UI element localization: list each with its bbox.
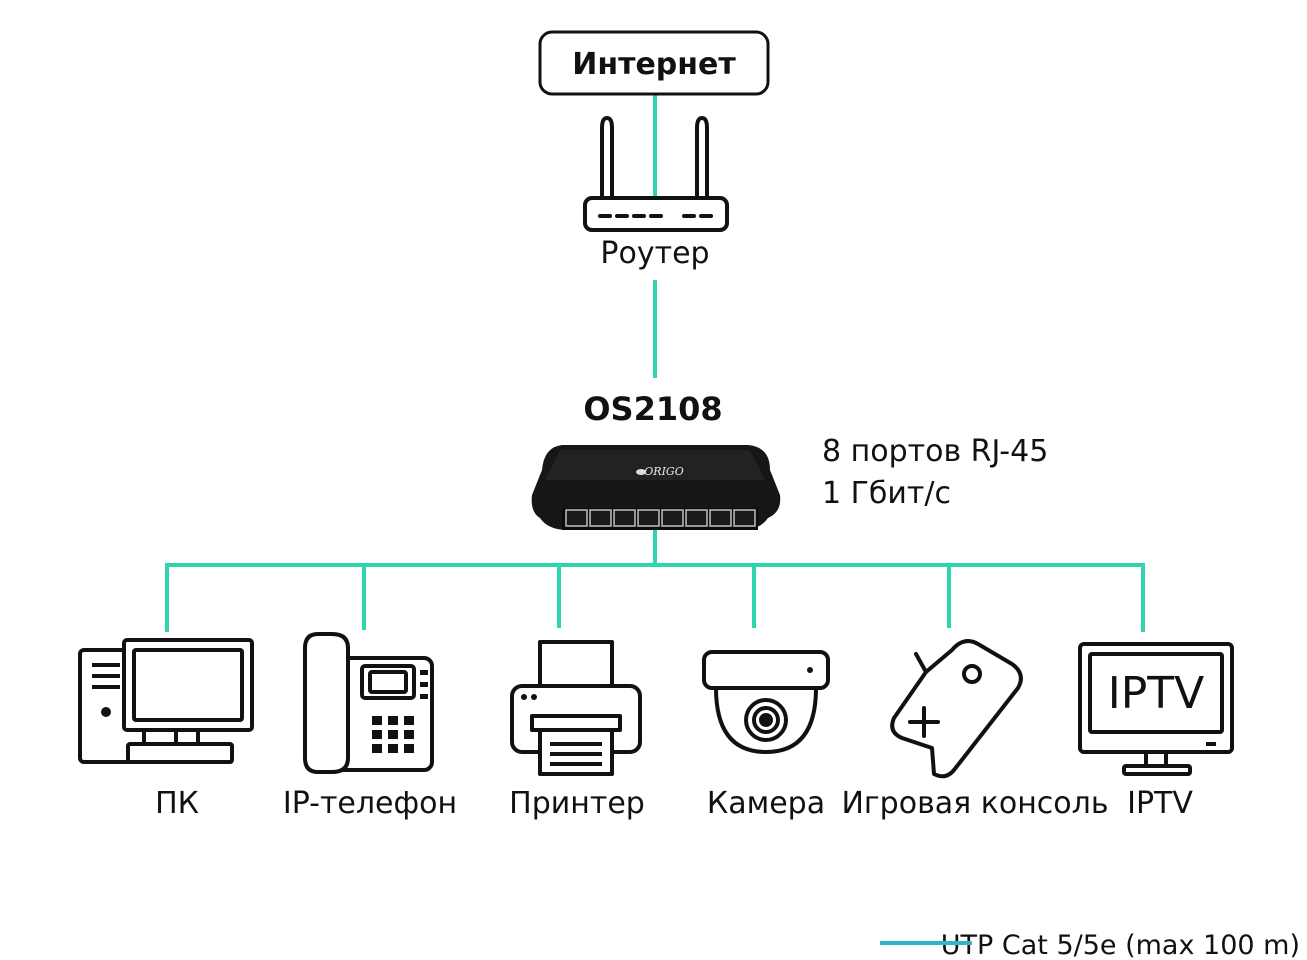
device-label-iptv: IPTV xyxy=(1127,786,1193,821)
ip-phone-icon xyxy=(303,632,434,774)
tv-screen-text: IPTV xyxy=(1108,668,1205,719)
printer-icon xyxy=(510,640,642,776)
camera-icon xyxy=(702,650,830,755)
internet-box xyxy=(538,30,770,96)
switch-spec-speed: 1 Гбит/с xyxy=(822,476,951,511)
tv-icon xyxy=(1078,642,1234,776)
connection-lines xyxy=(165,94,1145,632)
pc-icon xyxy=(78,638,254,764)
origo-logo-mark xyxy=(636,469,646,475)
network-switch-icon: ORIGO xyxy=(531,445,781,530)
internet-node: Интернет xyxy=(538,30,770,96)
legend: UTP Cat 5/5e (max 100 m) xyxy=(880,930,1300,960)
internet-label: Интернет xyxy=(572,47,736,82)
device-label-printer: Принтер xyxy=(509,786,645,821)
router-label: Роутер xyxy=(600,236,709,271)
gamepad-icon xyxy=(890,639,1023,779)
switch-brand: ORIGO xyxy=(644,465,683,478)
phone-keypad xyxy=(372,670,428,753)
switch-ports xyxy=(565,509,756,527)
device-label-pc: ПК xyxy=(155,786,199,821)
switch-model: OS2108 xyxy=(583,390,722,428)
device-label-ip-phone: IP-телефон xyxy=(283,786,457,821)
switch-spec-ports: 8 портов RJ-45 xyxy=(822,434,1048,469)
device-label-camera: Камера xyxy=(707,786,825,821)
device-label-game-console: Игровая консоль xyxy=(841,786,1108,821)
legend-label: UTP Cat 5/5e (max 100 m) xyxy=(941,930,1300,960)
router-icon xyxy=(583,115,729,232)
